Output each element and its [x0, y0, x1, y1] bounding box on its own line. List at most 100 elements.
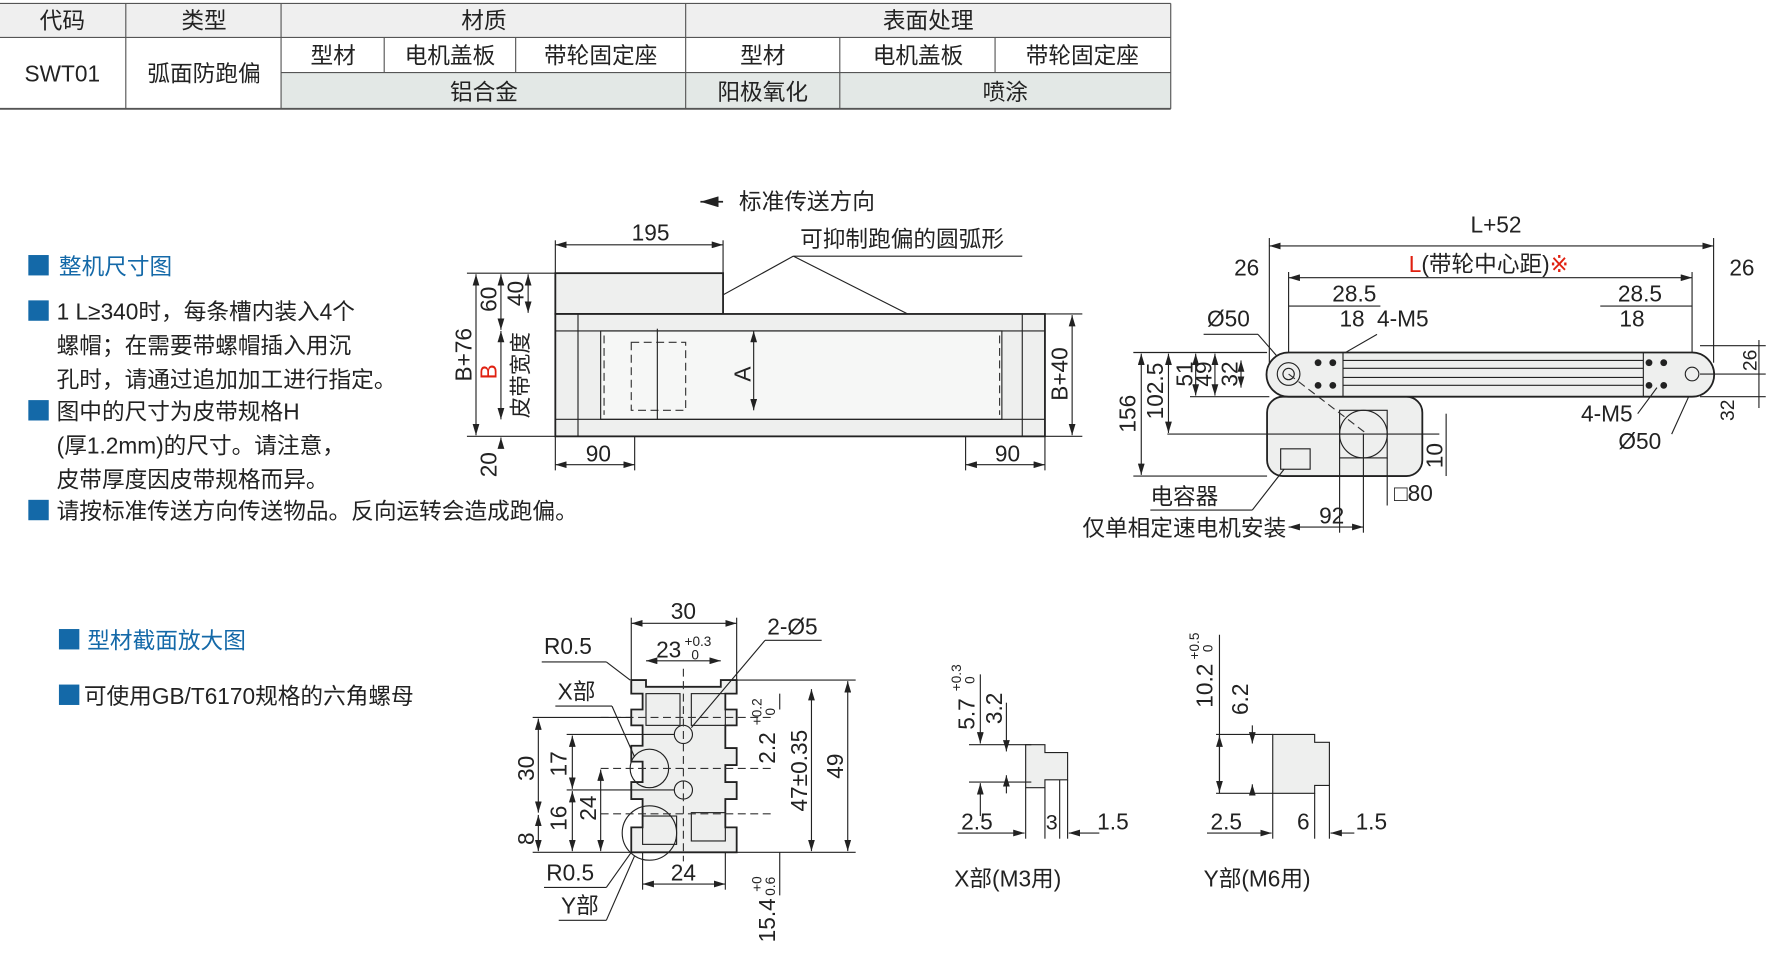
dim-90-right: 90 [995, 440, 1020, 466]
dim-92: 92 [1319, 503, 1344, 529]
dim-h30: 30 [513, 756, 539, 781]
material-value: 铝合金 [450, 79, 518, 105]
header-type: 类型 [181, 7, 226, 33]
dim-b: B [475, 364, 501, 379]
m5-top: 4-M5 [1377, 305, 1429, 331]
material-sub-profile: 型材 [311, 43, 356, 69]
surface-value-painted: 喷涂 [983, 79, 1028, 105]
m5-bottom: 4-M5 [1581, 401, 1633, 427]
dim-285-right: 28.5 [1618, 281, 1662, 307]
dim-195: 195 [632, 219, 670, 245]
dim-25: 2.5 [1211, 809, 1243, 835]
overall-heading: 整机尺寸图 [59, 253, 172, 279]
y-part-detail: 10.2 +0.5 0 6.2 2.5 6 1.5 Y部(M6用) [1187, 633, 1387, 892]
dim-154: 15.4 [754, 898, 780, 942]
dim-32: 3.2 [981, 693, 1007, 724]
belt-width-label: 皮带宽度 [509, 332, 533, 418]
tol-57-lower: 0 [963, 676, 978, 684]
material-sub-motor-cover: 电机盖板 [405, 43, 496, 69]
dim-20: 20 [475, 452, 501, 477]
bullet-square-icon [28, 400, 49, 421]
phi50-bottom: Ø50 [1618, 428, 1661, 454]
dim-l-label: (带轮中心距) [1421, 251, 1549, 277]
dim-18-left: 18 [1339, 305, 1364, 331]
material-sub-pulley-seat: 带轮固定座 [544, 43, 657, 69]
surface-value-anodized: 阳极氧化 [717, 79, 808, 105]
dim-h49: 49 [822, 754, 848, 779]
capacitor-box [1280, 448, 1311, 470]
note-line: 皮带厚度因皮带规格而异。 [57, 466, 329, 492]
tol-w23-lower: 0 [691, 648, 699, 663]
surface-sub-pulley-seat: 带轮固定座 [1026, 43, 1139, 69]
dim-60: 60 [475, 287, 501, 312]
dim-1025: 102.5 [1142, 363, 1168, 420]
side-view: L+52 L(带轮中心距)※ 26 26 28.5 28.5 18 18 4-M… [1082, 211, 1766, 541]
dim-w23: 23 [656, 636, 681, 662]
header-material: 材质 [461, 7, 506, 33]
dim-l52: L+52 [1470, 211, 1521, 237]
overall-notes: 整机尺寸图 1 L≥340时，每条槽内装入4个 螺帽；在需要带螺帽插入用沉 孔时… [28, 253, 578, 524]
dim-3: 3 [1046, 811, 1058, 835]
dim-h17: 17 [546, 751, 572, 776]
dim-156: 156 [1115, 395, 1141, 433]
r05-bottom: R0.5 [546, 860, 594, 886]
dim-47: 47±0.35 [786, 730, 812, 812]
dim-h24: 24 [575, 795, 601, 820]
dim-62: 6.2 [1227, 684, 1253, 715]
note-line: 螺帽；在需要带螺帽插入用沉 [57, 333, 352, 359]
note-mark: ※ [1550, 251, 1569, 277]
bullet-square-icon [28, 300, 49, 321]
dim-b76: B+76 [450, 328, 476, 382]
bullet-square-icon [28, 255, 49, 276]
front-view: 标准传送方向 可抑制跑偏的圆弧形 A 195 B+76 60 40 B 皮带宽度… [450, 189, 1083, 477]
section-view: 型材截面放大图 可使用GB/T6170规格的六角螺母 30 23 +0.3 0 … [58, 598, 856, 942]
dim-51: 51 [1171, 361, 1197, 386]
dim-25: 2.5 [961, 809, 993, 835]
bullet-square-icon [58, 629, 80, 650]
dim-102: 10.2 [1192, 664, 1218, 708]
note-line: (厚1.2mm)的尺寸。请注意， [57, 432, 345, 458]
bullet-square-icon [58, 684, 80, 705]
dim-sq80: □80 [1394, 480, 1433, 506]
dim-22: 2.2 [754, 732, 780, 763]
section-note: 可使用GB/T6170规格的六角螺母 [84, 683, 414, 709]
dim-l: L [1409, 251, 1422, 277]
dim-18-right: 18 [1619, 305, 1644, 331]
note-line: 孔时，请通过追加加工进行指定。 [57, 367, 397, 393]
dim-26-right: 26 [1729, 254, 1754, 280]
dim-49: 49 [1191, 361, 1217, 386]
direction-label: 标准传送方向 [739, 189, 875, 215]
header-surface: 表面处理 [883, 7, 974, 33]
dim-6: 6 [1297, 809, 1310, 835]
dim-15: 1.5 [1356, 809, 1388, 835]
cell-code: SWT01 [25, 61, 101, 87]
dim-w24: 24 [671, 860, 696, 886]
note-line: 图中的尺寸为皮带规格H [57, 398, 300, 424]
tol-22-upper: +0.2 [750, 698, 765, 725]
section-heading: 型材截面放大图 [87, 627, 246, 653]
holes-label: 2-Ø5 [767, 614, 817, 640]
phi50-top: Ø50 [1207, 305, 1250, 331]
dim-15: 1.5 [1097, 809, 1129, 835]
dim-h16: 16 [546, 806, 572, 831]
header-code: 代码 [40, 7, 85, 33]
dim-32: 32 [1217, 361, 1243, 386]
dim-32-right-vertical: 32 [1718, 400, 1739, 421]
dim-h8: 8 [513, 832, 539, 845]
r05-top: R0.5 [544, 633, 592, 659]
y-detail-title: Y部(M6用) [1204, 865, 1311, 891]
dim-40: 40 [503, 281, 529, 306]
dim-b40: B+40 [1047, 347, 1073, 401]
tol-102-upper: +0.5 [1187, 633, 1202, 660]
dim-57: 5.7 [954, 698, 980, 729]
dim-w30: 30 [671, 598, 696, 624]
x-part-detail: 5.7 +0.3 0 3.2 2.5 3 1.5 X部(M3用) [949, 664, 1129, 891]
svg-text:L(带轮中心距)※: L(带轮中心距)※ [1409, 251, 1569, 277]
tol-57-upper: +0.3 [949, 664, 964, 691]
tol-w23-upper: +0.3 [685, 634, 712, 649]
dim-10: 10 [1422, 443, 1448, 468]
capacitor-label: 电容器 [1150, 483, 1218, 509]
dim-a: A [729, 366, 755, 382]
tol-154-lower: 0.6 [763, 877, 778, 896]
